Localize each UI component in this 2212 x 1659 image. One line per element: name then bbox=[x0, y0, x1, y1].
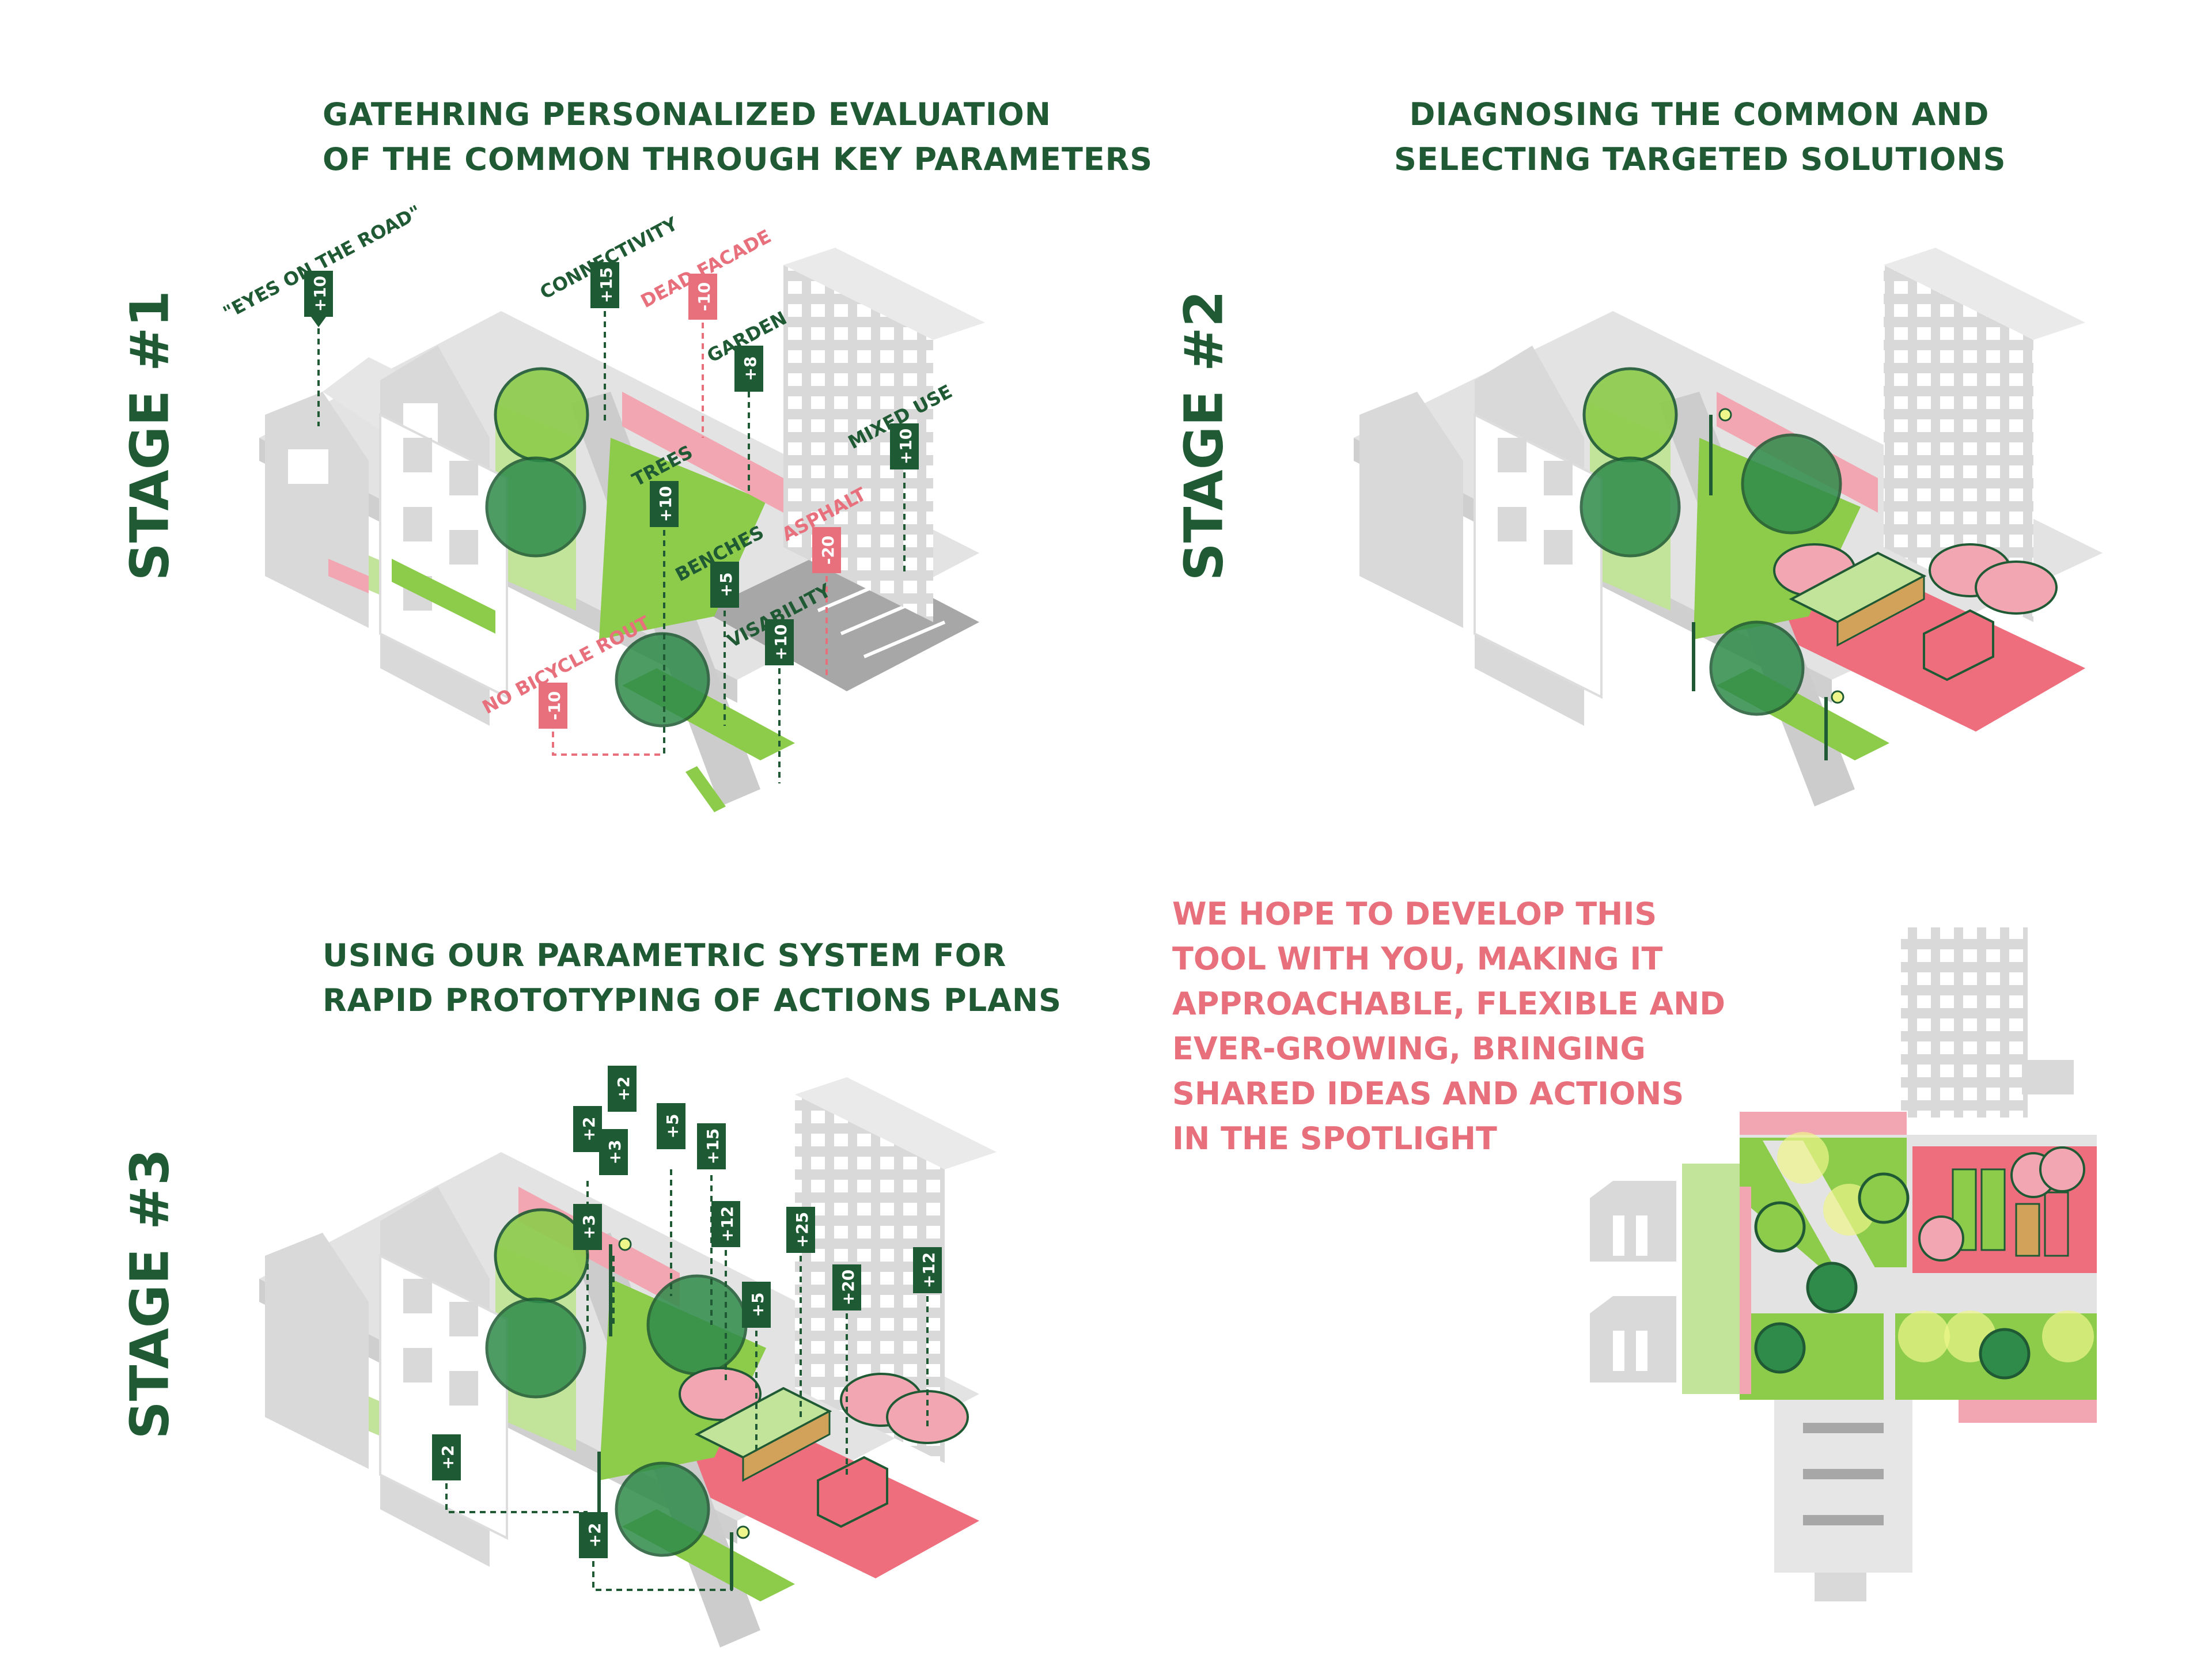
score-tag-text: +10 bbox=[771, 624, 790, 660]
stage2-isometric-scene bbox=[1354, 248, 2103, 806]
score-tag-text: +3 bbox=[579, 1215, 599, 1240]
score-tag-text: +5 bbox=[717, 573, 736, 597]
note-line: IN THE SPOTLIGHT bbox=[1172, 1120, 1497, 1157]
score-tag-eyes: +10 bbox=[304, 271, 333, 327]
score-tag-connectivity: +15 bbox=[590, 262, 619, 308]
score-tag-visability: +10 bbox=[765, 619, 794, 665]
note-line: WE HOPE TO DEVELOP THIS bbox=[1172, 896, 1657, 932]
note-line: EVER-GROWING, BRINGING bbox=[1172, 1031, 1646, 1067]
stage3-leader-lines bbox=[445, 1169, 929, 1591]
score-tag-text: +8 bbox=[741, 357, 760, 381]
score-tag-text: +5 bbox=[663, 1114, 682, 1139]
score-tag-text: +10 bbox=[656, 486, 675, 522]
stage1-leader-lines bbox=[317, 311, 906, 783]
score-tag-s3-11: +12 bbox=[913, 1247, 942, 1293]
score-tag-text: +2 bbox=[585, 1523, 604, 1548]
closing-note: WE HOPE TO DEVELOP THIS TOOL WITH YOU, M… bbox=[1172, 892, 1725, 1161]
score-tag-dead-facade: -10 bbox=[688, 274, 717, 320]
asphalt-parking bbox=[703, 547, 979, 691]
stage1-negative-leader-lines bbox=[552, 323, 828, 756]
score-tag-garden: +8 bbox=[734, 346, 763, 392]
score-tag-text: +2 bbox=[614, 1077, 633, 1101]
score-tag-trees: +10 bbox=[650, 481, 679, 527]
score-tag-s3-5: +15 bbox=[697, 1123, 726, 1169]
score-tag-text: +2 bbox=[579, 1117, 599, 1142]
stage3-heading-line1: USING OUR PARAMETRIC SYSTEM FOR bbox=[323, 937, 1007, 974]
score-tag-s3-9: +5 bbox=[742, 1282, 771, 1328]
stage1-heading-line1: GATEHRING PERSONALIZED EVALUATION bbox=[323, 96, 1051, 132]
score-tag-text: +2 bbox=[438, 1445, 457, 1470]
score-tag-text: +12 bbox=[718, 1206, 737, 1242]
score-tag-text: -20 bbox=[819, 536, 838, 565]
score-tag-s3-8: +25 bbox=[786, 1207, 815, 1253]
stage3-isometric-scene bbox=[259, 1077, 997, 1647]
dead-facade bbox=[622, 392, 783, 513]
score-tag-mixed-use: +10 bbox=[890, 423, 919, 469]
score-tag-no-bicycle: -10 bbox=[539, 683, 567, 729]
stage2-heading: DIAGNOSING THE COMMON AND SELECTING TARG… bbox=[1394, 92, 2006, 182]
stage3-heading-line2: RAPID PROTOTYPING OF ACTIONS PLANS bbox=[323, 982, 1062, 1018]
score-tag-s3-7: +12 bbox=[711, 1201, 740, 1247]
score-tag-text: +25 bbox=[793, 1212, 812, 1248]
score-tag-text: +15 bbox=[597, 267, 616, 303]
stage3-heading: USING OUR PARAMETRIC SYSTEM FOR RAPID PR… bbox=[323, 933, 1062, 1023]
score-tag-s3-1: +2 bbox=[608, 1066, 637, 1112]
stage2-heading-line2: SELECTING TARGETED SOLUTIONS bbox=[1394, 141, 2006, 177]
note-line: TOOL WITH YOU, MAKING IT bbox=[1172, 941, 1663, 977]
score-tag-text: +15 bbox=[703, 1128, 722, 1164]
stage1-isometric-scene bbox=[259, 248, 985, 812]
score-tag-s3-3: +3 bbox=[599, 1129, 628, 1175]
score-tag-benches: +5 bbox=[710, 562, 739, 608]
note-line: APPROACHABLE, FLEXIBLE AND bbox=[1172, 986, 1726, 1022]
note-line: SHARED IDEAS AND ACTIONS bbox=[1172, 1075, 1684, 1112]
score-tag-text: +12 bbox=[919, 1252, 938, 1288]
score-tag-text: +3 bbox=[605, 1140, 624, 1165]
score-tag-text: +5 bbox=[748, 1293, 767, 1317]
score-tag-text: +20 bbox=[839, 1270, 858, 1305]
score-tag-text: -10 bbox=[695, 282, 714, 312]
score-tag-s3-4: +5 bbox=[657, 1103, 685, 1149]
plan-view bbox=[1590, 927, 2097, 1601]
stage2-heading-line1: DIAGNOSING THE COMMON AND bbox=[1409, 96, 1990, 132]
score-tag-s3-2: +2 bbox=[573, 1106, 602, 1152]
score-tag-asphalt: -20 bbox=[812, 527, 841, 573]
score-tag-s3-6: +3 bbox=[573, 1204, 602, 1250]
score-tag-text: +10 bbox=[310, 276, 329, 312]
score-tag-s3-13: +2 bbox=[579, 1512, 608, 1558]
score-tag-text: +10 bbox=[896, 429, 915, 464]
score-tag-s3-12: +2 bbox=[432, 1434, 461, 1480]
score-tag-text: -10 bbox=[545, 691, 564, 721]
score-tag-s3-10: +20 bbox=[832, 1264, 861, 1310]
